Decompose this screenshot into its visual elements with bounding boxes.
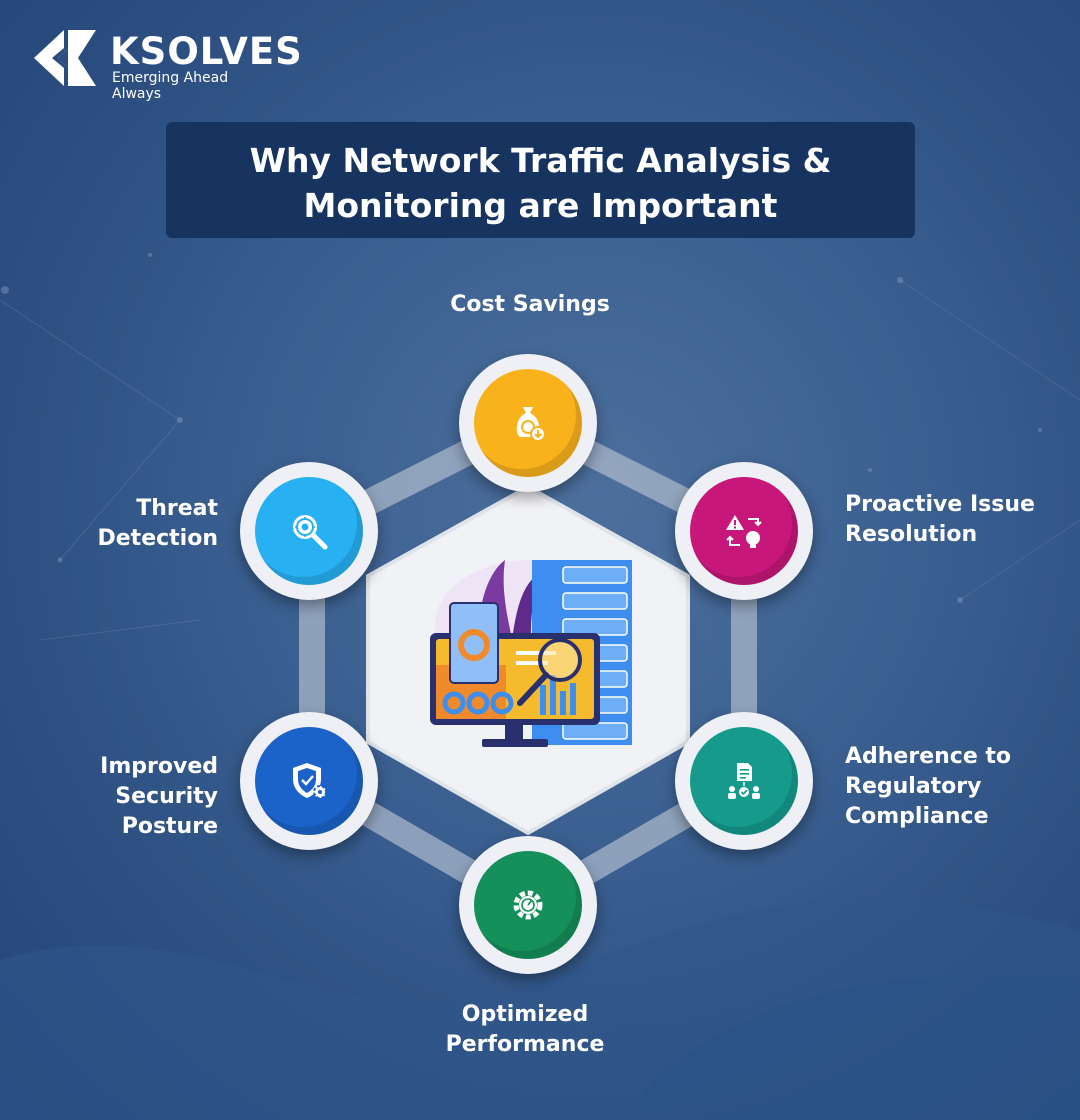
- label-cost-savings: Cost Savings: [450, 292, 610, 317]
- threat-search-icon: [293, 515, 328, 550]
- node-cost-savings-disc: [474, 369, 582, 477]
- node-threat-detection[interactable]: [240, 462, 378, 600]
- security-shield-icon: [293, 763, 327, 799]
- label-threat-detection: Threat Detection: [97, 496, 219, 551]
- compliance-document-icon: [728, 763, 760, 799]
- label-regulatory-compliance: Adherence to Regulatory Compliance: [845, 744, 1012, 829]
- node-optimized-performance-disc: [474, 851, 582, 959]
- title-banner: Why Network Traffic Analysis & Monitorin…: [166, 122, 915, 238]
- node-regulatory-compliance[interactable]: [675, 712, 813, 850]
- ksolves-logo-icon: [34, 30, 96, 86]
- node-optimized-performance[interactable]: [459, 836, 597, 974]
- node-regulatory-compliance-disc: [690, 727, 798, 835]
- issue-resolution-icon: [726, 515, 762, 548]
- money-bag-icon: [516, 407, 546, 442]
- performance-gear-icon: [513, 890, 543, 920]
- brand-name: KSOLVES: [110, 30, 303, 73]
- brand-logo[interactable]: KSOLVES Emerging Ahead Always: [34, 28, 302, 102]
- node-proactive-issue-resolution-disc: [690, 477, 798, 585]
- label-proactive-issue-resolution: Proactive Issue Resolution: [845, 492, 1035, 547]
- brand-tagline: Emerging Ahead Always: [112, 70, 229, 102]
- node-cost-savings[interactable]: [459, 354, 597, 492]
- label-improved-security-posture: Improved Security Posture: [100, 754, 218, 839]
- node-proactive-issue-resolution[interactable]: [675, 462, 813, 600]
- node-improved-security-posture[interactable]: [240, 712, 378, 850]
- node-improved-security-posture-disc: [255, 727, 363, 835]
- node-threat-detection-disc: [255, 477, 363, 585]
- label-optimized-performance: Optimized Performance: [445, 1002, 605, 1057]
- page-title: Why Network Traffic Analysis & Monitorin…: [249, 141, 832, 225]
- monitor-analytics-illustration: [430, 560, 632, 747]
